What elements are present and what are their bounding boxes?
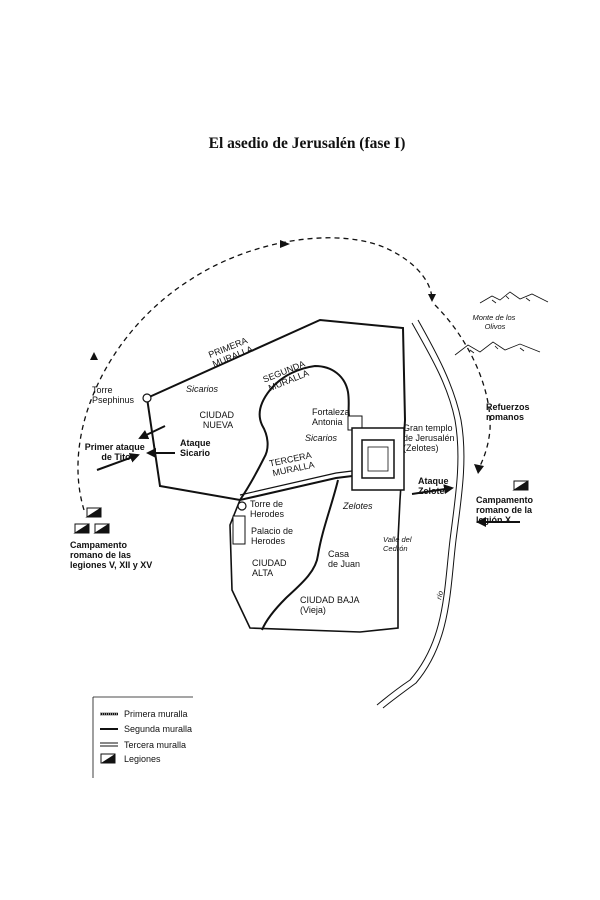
kidron-river [376,319,465,709]
zelote-attack-arrow [411,484,454,495]
temple-inner [361,439,395,479]
mount-of-olives [454,291,549,356]
legend-item-first-wall: Primera muralla [100,709,188,719]
tyropoeon-valley [261,479,339,631]
temple-enclosure [351,427,405,491]
third-wall-label: TERCERA MURALLA [268,449,316,478]
roman-encircling-route [77,237,433,511]
sicarios-label: Sicarios [186,384,219,394]
herod-tower-label: Torre de Herodes [250,499,286,519]
sicario-attack-arrow [138,425,166,440]
map-title: El asedio de Jerusalén (fase I) [209,135,406,152]
legend-item-second-wall: Segunda muralla [100,724,192,734]
psephinus-tower-icon [142,393,152,403]
temple-label: Gran templo de Jerusalén (Zelotes) [403,423,457,453]
sicario-attack-label: Ataque Sicario [180,438,213,458]
legion-flag-icon [73,480,529,534]
herod-tower-icon [237,501,247,511]
encircling-arrow-left [90,352,98,360]
reinforcement-route [434,304,491,471]
antonia-label: Fortaleza Antonia [312,407,352,427]
new-city-label: CIUDAD NUEVA [199,410,236,430]
second-wall-label: SEGUNDA MURALLA [261,358,312,394]
herod-palace-label: Palacio de Herodes [251,526,296,546]
svg-text:Tercera muralla: Tercera muralla [124,740,186,750]
river-label: río [434,590,445,601]
olives-label: Monte de los Olivos [472,313,517,331]
legion-x-camp-label: Campamento romano de la legión X [476,495,536,525]
legend-item-third-wall: Tercera muralla [100,740,186,750]
herod-palace [232,515,246,545]
zelote-attack-label: Ataque Zelote [418,476,451,496]
psephinus-label: Torre Psephinus [92,385,135,405]
reinforcement-arrow [474,464,484,474]
second-wall [239,364,351,501]
svg-text:Segunda muralla: Segunda muralla [124,724,192,734]
sicarios-label-2: Sicarios [305,433,338,443]
legions-camp-label: Campamento romano de las legiones V, XII… [70,540,152,570]
svg-text:Primera muralla: Primera muralla [124,709,188,719]
zelotes-label: Zelotes [342,501,373,511]
svg-text:Legiones: Legiones [124,754,161,764]
titus-attack-label: Primer ataque de Tito [85,442,148,462]
upper-city-label: CIUDAD ALTA [252,558,289,578]
encircling-arrow-right [428,294,436,302]
kidron-valley-label: Valle del Cedrón [383,535,414,553]
first-wall-label: PRIMERA MURALLA [207,335,254,370]
house-of-john-label: Casa de Juan [328,549,360,569]
old-city-wall [229,469,403,633]
reinforcements-label: Refuerzos romanos [486,402,532,422]
lower-city-label: CIUDAD BAJA (Vieja) [300,595,362,615]
titus-attack-arrow [96,453,140,471]
encircling-arrow-top [280,240,290,248]
map-legend: Primera muralla Segunda muralla Tercera … [92,696,193,778]
temple-core [367,446,389,472]
legend-item-legions: Legiones [100,753,161,764]
